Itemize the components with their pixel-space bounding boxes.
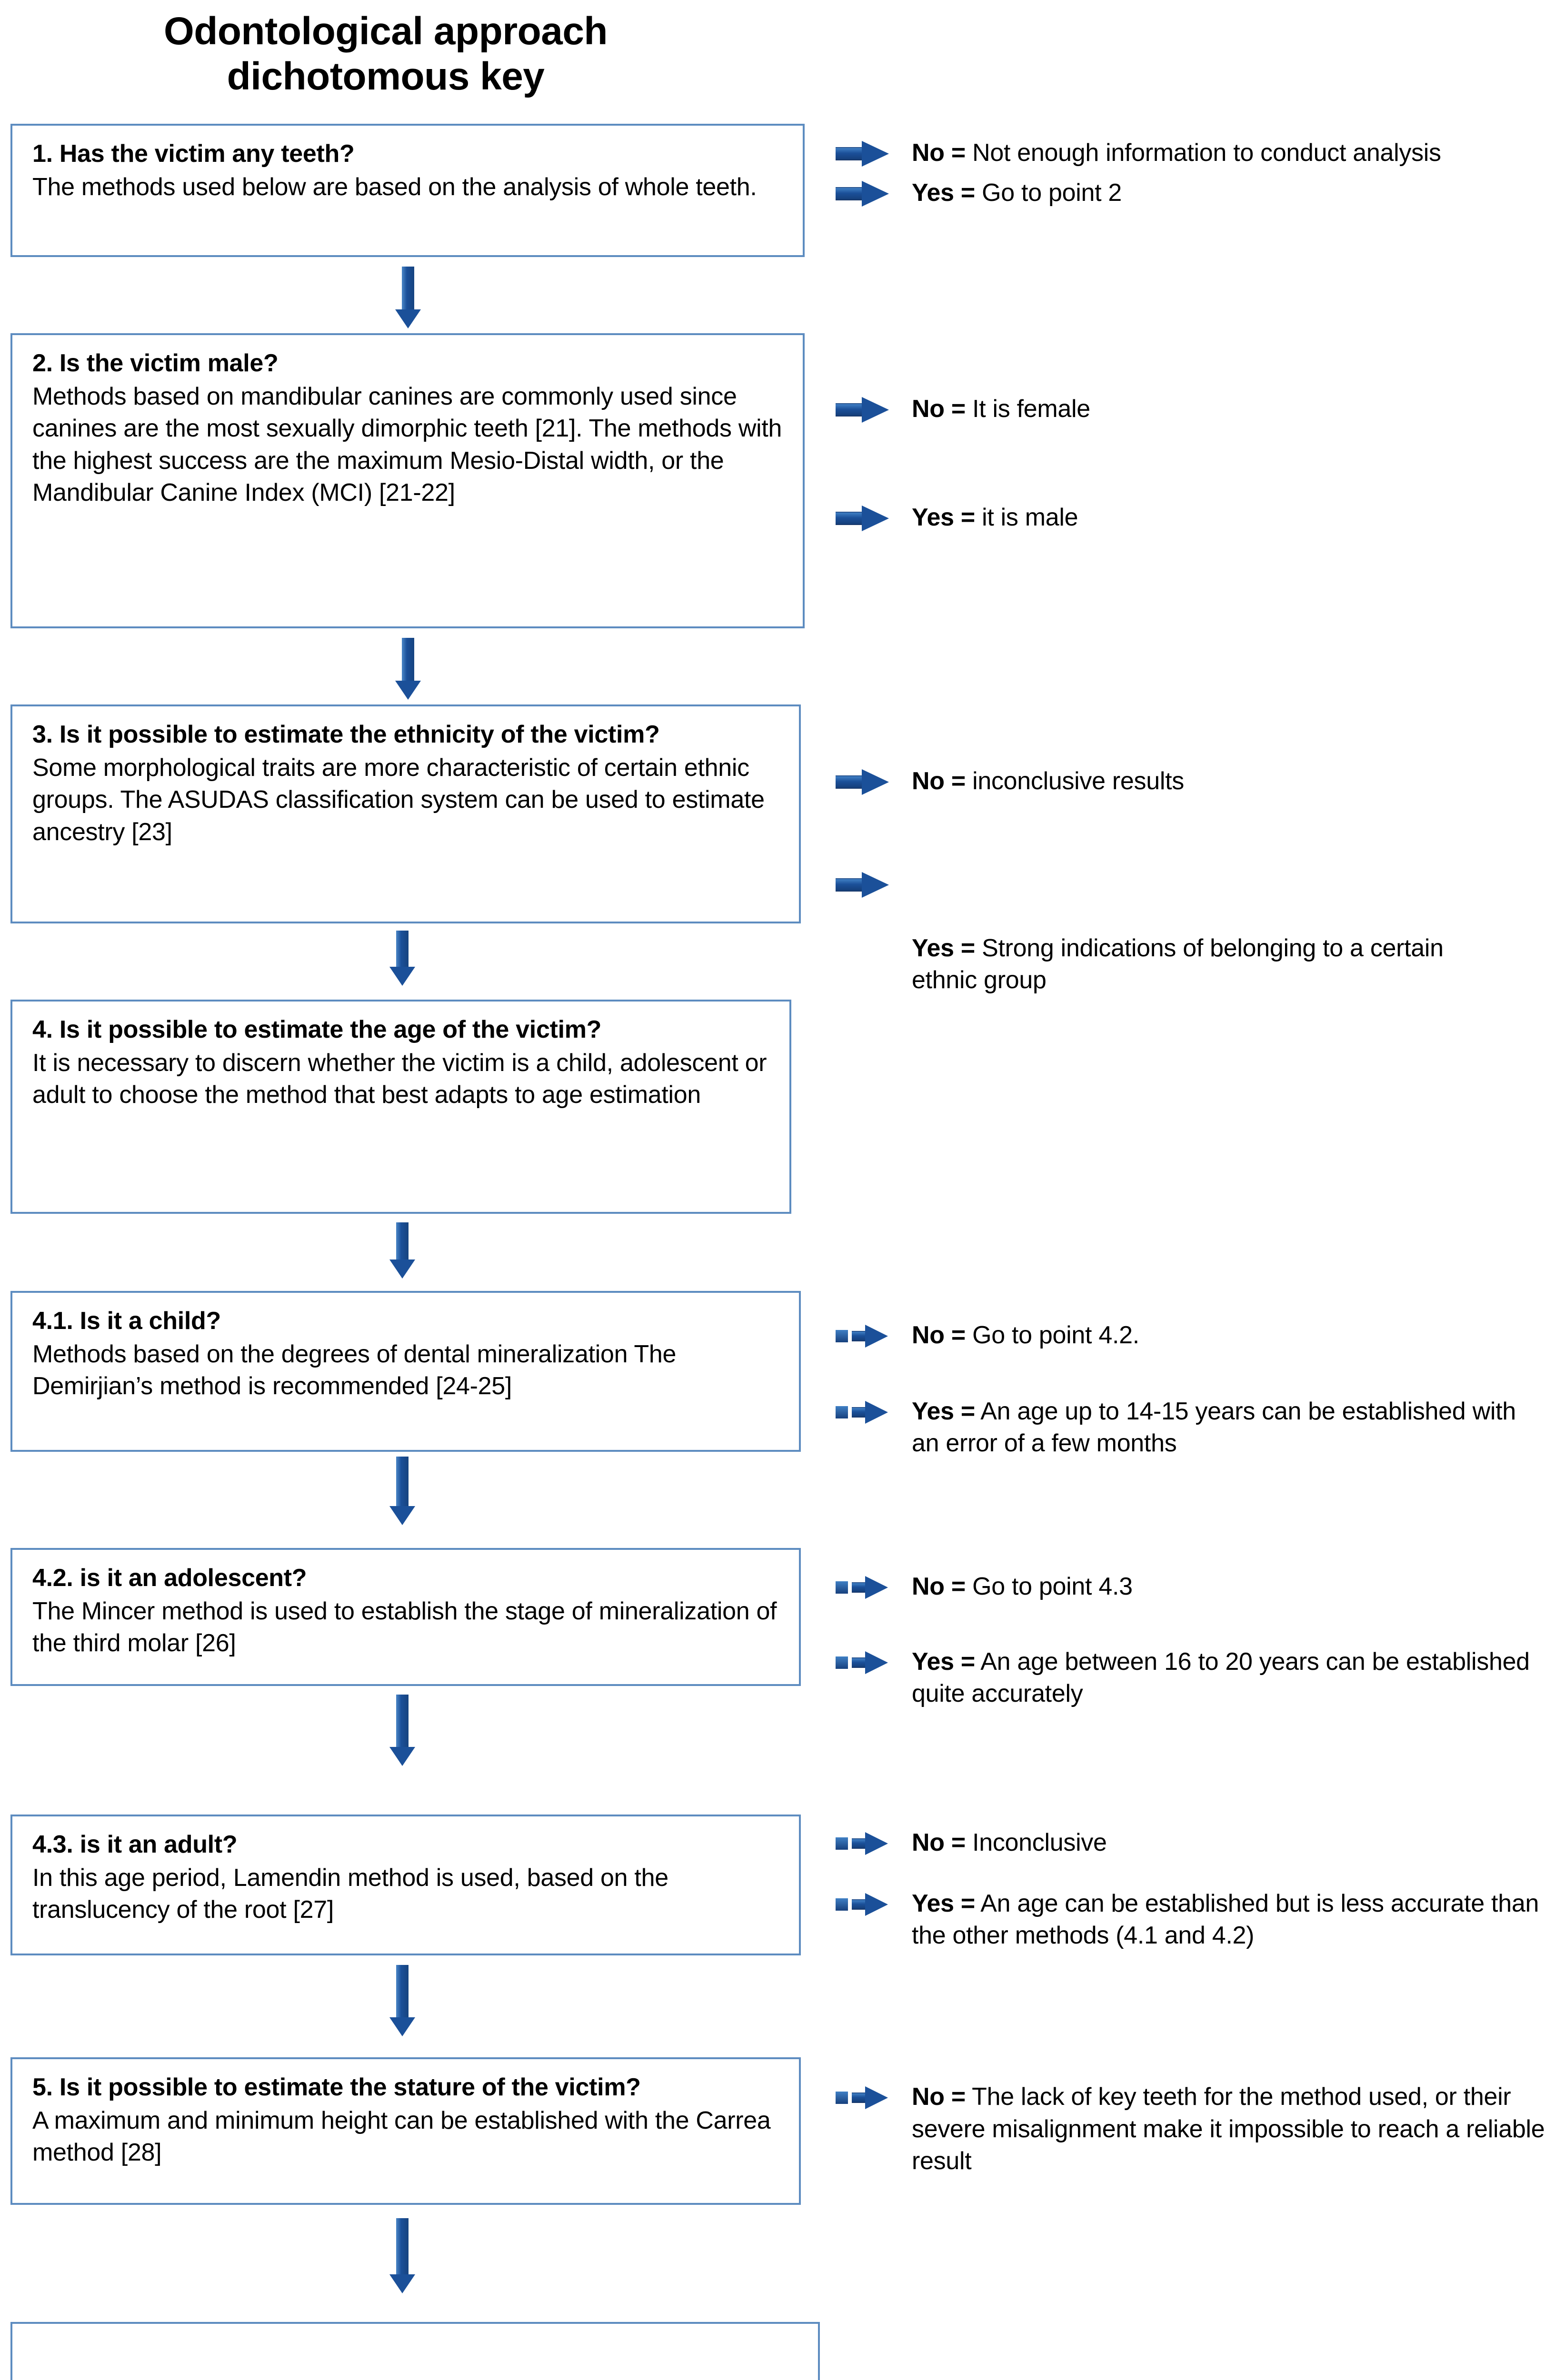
right-arrow-square-icon	[836, 2085, 889, 2111]
answer-key: Yes =	[912, 503, 975, 531]
step-1-answers: No = Not enough information to conduct a…	[836, 137, 1550, 214]
step-3-answers: No = inconclusive results Yes = Strong i…	[836, 765, 1550, 1002]
answer-value: Not enough information to conduct analys…	[965, 139, 1441, 167]
connector-arrow-42-43	[389, 1695, 415, 1767]
right-arrow-square-icon	[836, 1650, 889, 1676]
connector-arrow-5-final	[389, 2218, 415, 2294]
connector-arrow-43-5	[389, 1965, 415, 2037]
answer-value: An age can be established but is less ac…	[912, 1889, 1539, 1950]
step-2-question: 2. Is the victim male?	[32, 349, 279, 377]
right-arrow-icon	[836, 769, 889, 795]
answer-yes: Yes = Go to point 2	[836, 177, 1550, 209]
step-4-2-question: 4.2. is it an adolescent?	[32, 1564, 307, 1592]
answer-key: Yes =	[912, 178, 975, 207]
answer-value: Go to point 4.3	[965, 1573, 1133, 1600]
step-4-2-answers: No = Go to point 4.3 Yes = An age betwee…	[836, 1571, 1550, 1715]
connector-arrow-2-3	[395, 638, 421, 700]
answer-yes: Yes = it is male	[836, 502, 1550, 534]
right-arrow-square-icon	[836, 1399, 889, 1425]
answer-key: No =	[912, 1829, 966, 1856]
answer-value: It is female	[965, 395, 1090, 423]
answer-value: inconclusive results	[965, 767, 1184, 795]
answer-value: Go to point 4.2.	[965, 1321, 1139, 1349]
step-4-1-box: 4.1. Is it a child? Methods based on the…	[10, 1291, 801, 1452]
answer-key: No =	[912, 139, 966, 167]
step-4-3-box: 4.3. is it an adult? In this age period,…	[10, 1815, 801, 1955]
answer-no: No = Go to point 4.2.	[836, 1319, 1550, 1352]
right-arrow-square-icon	[836, 1892, 889, 1917]
answer-value: Go to point 2	[975, 178, 1122, 207]
step-4-2-detail: The Mincer method is used to establish t…	[32, 1597, 777, 1657]
step-1-box: 1. Has the victim any teeth? The methods…	[10, 124, 805, 257]
connector-arrow-1-2	[395, 267, 421, 328]
answer-key: Yes =	[912, 934, 975, 962]
answer-key: Yes =	[912, 1889, 975, 1917]
step-5-box: 5. Is it possible to estimate the statur…	[10, 2057, 801, 2205]
title-line-1: Odontological approach	[163, 10, 608, 53]
step-3-box: 3. Is it possible to estimate the ethnic…	[10, 704, 801, 923]
answer-no: No = The lack of key teeth for the metho…	[836, 2081, 1550, 2178]
answer-no: No = inconclusive results	[836, 765, 1550, 798]
final-result-box: Yes = An approximate height can be estim…	[10, 2322, 820, 2380]
answer-value: An age up to 14-15 years can be establis…	[912, 1397, 1516, 1458]
step-2-answers: No = It is female Yes = it is male	[836, 393, 1550, 538]
right-arrow-square-icon	[836, 1831, 889, 1856]
right-arrow-icon	[836, 397, 889, 423]
step-3-question: 3. Is it possible to estimate the ethnic…	[32, 721, 660, 748]
step-1-detail: The methods used below are based on the …	[32, 173, 757, 201]
answer-key: Yes =	[912, 1397, 975, 1425]
answer-value: Inconclusive	[965, 1829, 1107, 1856]
answer-no: No = Go to point 4.3	[836, 1571, 1550, 1603]
step-4-1-question: 4.1. Is it a child?	[32, 1307, 221, 1335]
step-2-detail: Methods based on mandibular canines are …	[32, 382, 782, 507]
title-line-2: dichotomous key	[227, 55, 545, 99]
answer-no: No = It is female	[836, 393, 1550, 426]
answer-yes: Yes = An age can be established but is l…	[836, 1888, 1550, 1952]
step-4-2-box: 4.2. is it an adolescent? The Mincer met…	[10, 1548, 801, 1686]
step-4-1-detail: Methods based on the degrees of dental m…	[32, 1340, 677, 1400]
answer-value: Strong indications of belonging to a cer…	[912, 934, 1444, 994]
answer-no: No = Not enough information to conduct a…	[836, 137, 1550, 169]
step-5-question: 5. Is it possible to estimate the statur…	[32, 2073, 641, 2101]
answer-key: No =	[912, 2083, 966, 2111]
answer-key: No =	[912, 1573, 966, 1600]
step-5-detail: A maximum and minimum height can be esta…	[32, 2106, 771, 2167]
step-4-3-question: 4.3. is it an adult?	[32, 1831, 238, 1858]
answer-value: it is male	[975, 503, 1078, 531]
answer-value: The lack of key teeth for the method use…	[912, 2083, 1545, 2175]
answer-yes: Yes = Strong indications of belonging to…	[836, 868, 1550, 997]
step-4-detail: It is necessary to discern whether the v…	[32, 1049, 767, 1109]
answer-value: An age between 16 to 20 years can be est…	[912, 1647, 1530, 1708]
step-4-box: 4. Is it possible to estimate the age of…	[10, 1000, 791, 1214]
answer-key: No =	[912, 395, 966, 423]
answer-yes: Yes = An age up to 14-15 years can be es…	[836, 1396, 1550, 1460]
right-arrow-square-icon	[836, 1575, 889, 1600]
step-1-question: 1. Has the victim any teeth?	[32, 140, 355, 168]
right-arrow-icon	[836, 180, 889, 207]
connector-arrow-4-41	[389, 1222, 415, 1279]
step-2-box: 2. Is the victim male? Methods based on …	[10, 333, 805, 628]
step-4-1-answers: No = Go to point 4.2. Yes = An age up to…	[836, 1319, 1550, 1465]
answer-key: No =	[912, 767, 966, 795]
step-4-question: 4. Is it possible to estimate the age of…	[32, 1016, 602, 1043]
answer-key: No =	[912, 1321, 966, 1349]
connector-arrow-41-42	[389, 1457, 415, 1526]
step-3-detail: Some morphological traits are more chara…	[32, 754, 765, 846]
answer-yes: Yes = An age between 16 to 20 years can …	[836, 1646, 1550, 1710]
page-title: Odontological approach dichotomous key	[0, 9, 771, 99]
step-4-3-detail: In this age period, Lamendin method is u…	[32, 1864, 668, 1924]
connector-arrow-3-4	[389, 931, 415, 986]
right-arrow-square-icon	[836, 1323, 889, 1349]
answer-no: No = Inconclusive	[836, 1827, 1550, 1859]
answer-key: Yes =	[912, 1647, 975, 1676]
right-arrow-icon	[836, 872, 889, 898]
right-arrow-icon	[836, 505, 889, 531]
step-5-answers: No = The lack of key teeth for the metho…	[836, 2081, 1550, 2182]
step-4-3-answers: No = Inconclusive Yes = An age can be es…	[836, 1827, 1550, 1957]
right-arrow-icon	[836, 141, 889, 167]
